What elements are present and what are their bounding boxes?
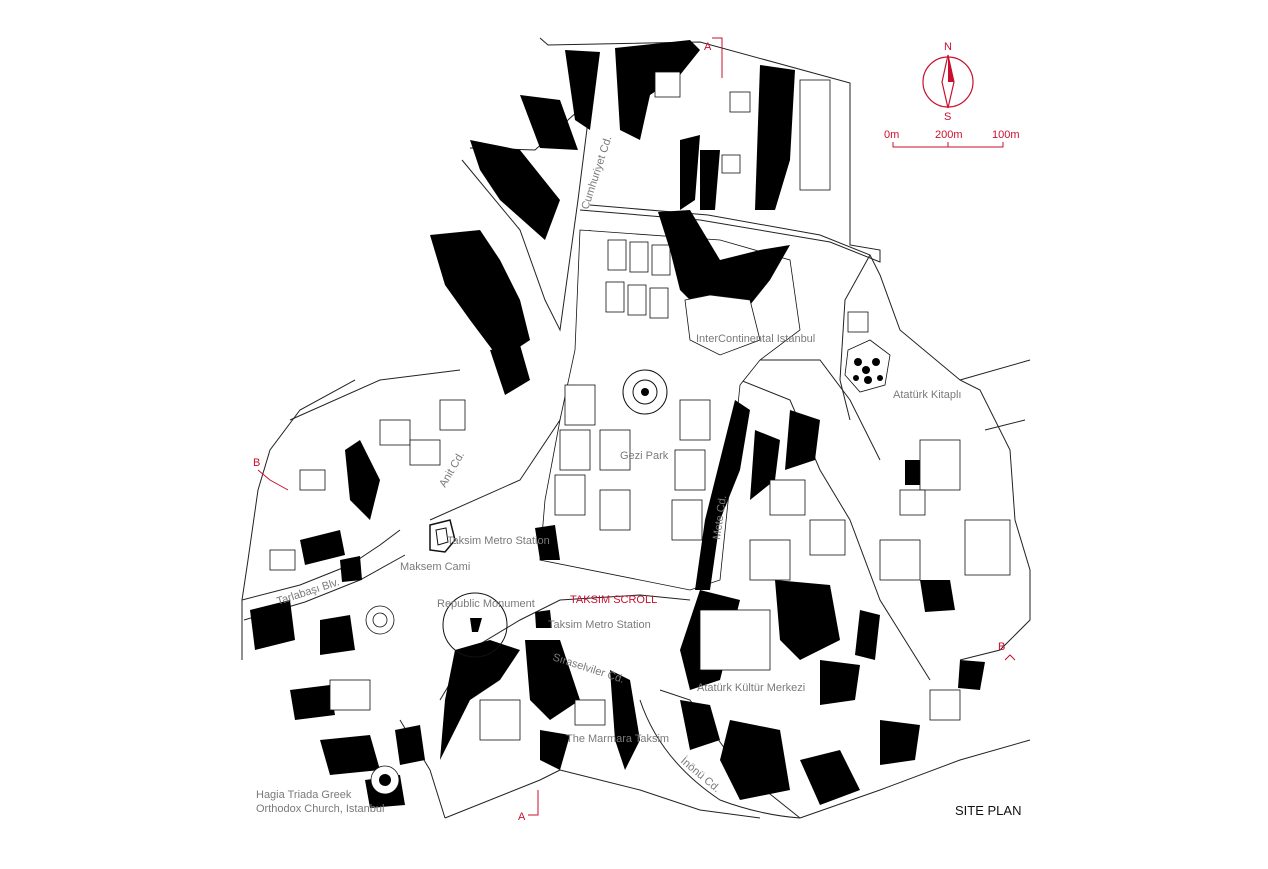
label-anit: Anit Cd. (437, 450, 467, 490)
metro-entrance-glyph (429, 519, 456, 553)
street-network (241, 37, 1031, 819)
label-gezi-park: Gezi Park (620, 450, 669, 462)
label-republic-monument: Republic Monument (437, 598, 535, 610)
republic-monument (442, 592, 508, 658)
scale-bar: 0m 200m 100m (884, 129, 1020, 148)
section-marker-labels: A A B B (253, 41, 1005, 823)
scale-tick-0: 0m (884, 129, 899, 141)
label-taksim-metro-1: Taksim Metro Station (447, 535, 550, 547)
label-maksem-cami: Maksem Cami (400, 561, 470, 573)
building-masses (250, 40, 985, 808)
map-labels: Cumhuriyet Cd. InterContinental Istanbul… (256, 135, 961, 815)
section-b-left: B (253, 457, 260, 469)
label-taksim-scroll: TAKSIM SCROLL (570, 594, 657, 606)
label-inonu: İnönü Cd. (678, 754, 723, 795)
section-markers (257, 37, 1016, 816)
label-akm: Atatürk Kültür Merkezi (697, 682, 805, 694)
scale-tick-1: 200m (935, 129, 963, 141)
section-b-right: B (998, 641, 1005, 653)
scale-tick-2: 100m (992, 129, 1020, 141)
section-a-top: A (704, 41, 712, 53)
label-taksim-metro-2: Taksim Metro Station (548, 619, 651, 631)
label-ataturk-kitapligi: Atatürk Kitaplı (893, 389, 961, 401)
label-marmara: The Marmara Taksim (566, 733, 669, 745)
north-label: N (944, 41, 952, 53)
north-arrow: N S (922, 41, 974, 123)
label-hagia-2: Orthodox Church, Istanbul (256, 803, 384, 815)
label-intercontinental: InterContinental Istanbul (696, 333, 815, 345)
south-label: S (944, 111, 951, 123)
label-hagia-1: Hagia Triada Greek (256, 789, 352, 801)
section-a-bottom: A (518, 811, 526, 823)
plan-title: SITE PLAN (955, 803, 1021, 818)
outlined-buildings (269, 71, 1011, 795)
